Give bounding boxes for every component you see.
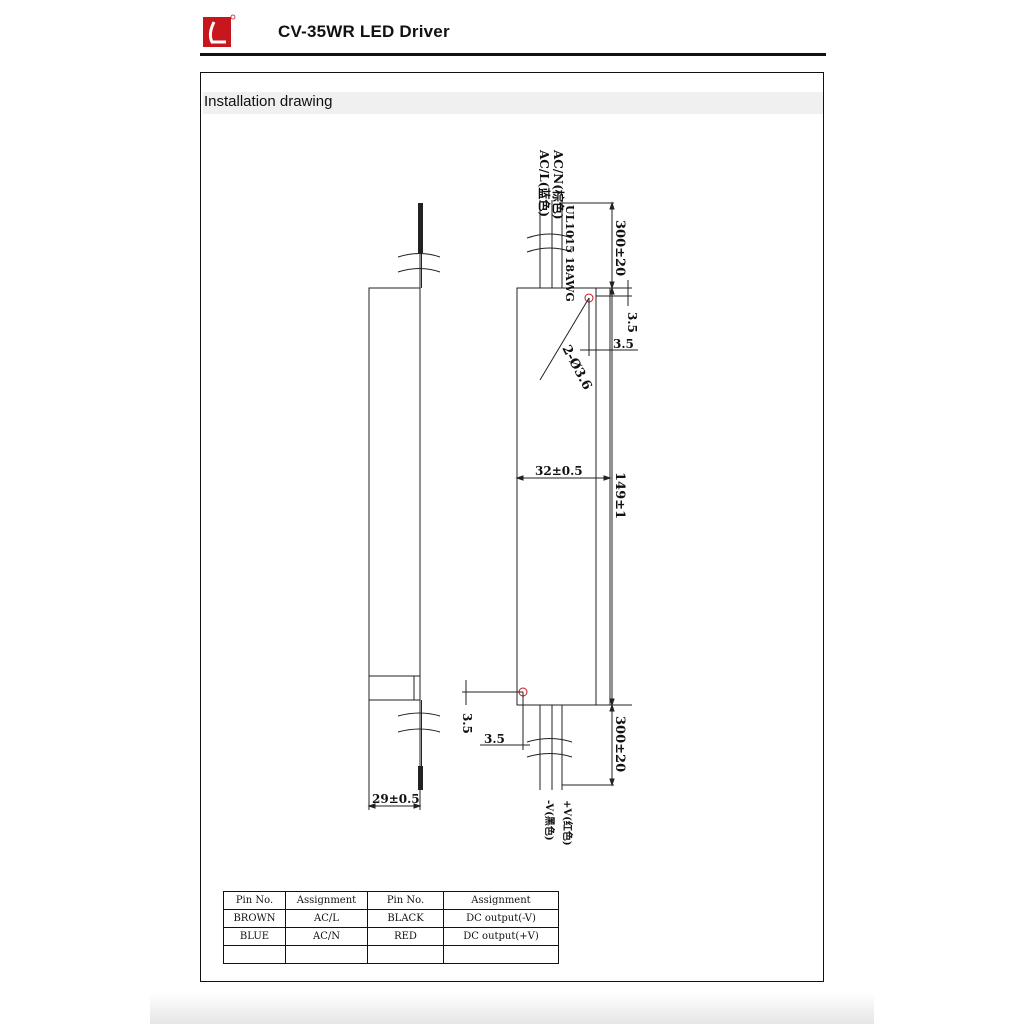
front-wire-break-bottom — [526, 738, 573, 758]
label-wire-acn: AC/N(棕色) — [551, 149, 566, 220]
table-cell — [443, 945, 559, 964]
side-view — [367, 203, 441, 810]
side-view-body — [368, 287, 421, 701]
table-cell: BROWN — [223, 909, 286, 928]
table-cell — [285, 945, 368, 964]
holes-leader — [539, 297, 590, 381]
document-frame — [200, 72, 824, 982]
side-wire-break-top — [397, 253, 441, 273]
table-cell — [367, 945, 444, 964]
table-cell: BLUE — [223, 927, 286, 946]
front-wire-break-top — [526, 233, 573, 253]
table-cell: DC output(+V) — [443, 927, 559, 946]
table-cell: RED — [367, 927, 444, 946]
label-side-width: 29±0.5 — [372, 792, 420, 806]
table-cell — [223, 945, 286, 964]
table-cell: DC output(-V) — [443, 909, 559, 928]
table-header-row: Pin No. Assignment Pin No. Assignment — [223, 891, 559, 910]
table-row: BLUE AC/N RED DC output(+V) — [223, 927, 559, 946]
table-header: Pin No. — [223, 891, 286, 910]
label-length-top: 300±20 — [612, 220, 627, 276]
section-title: Installation drawing — [204, 93, 333, 110]
label-length: 149±1 — [612, 472, 627, 519]
page-title: CV-35WR LED Driver — [278, 22, 450, 41]
table-cell: AC/N — [285, 927, 368, 946]
header-rule — [200, 53, 826, 56]
label-hole-offset-c: 3.5 — [460, 713, 474, 734]
section-bar — [203, 92, 823, 114]
label-hole-offset-d: 3.5 — [484, 732, 505, 746]
label-hole-offset-b: 3.5 — [613, 337, 634, 351]
table-row: BROWN AC/L BLACK DC output(-V) — [223, 909, 559, 928]
pin-table: Pin No. Assignment Pin No. Assignment BR… — [223, 891, 559, 964]
label-wire-pos: +V(红色) — [561, 800, 574, 846]
table-header: Pin No. — [367, 891, 444, 910]
label-hole-offset-a: 3.5 — [625, 312, 639, 333]
bottom-shade — [150, 992, 874, 1024]
label-wire-neg: -V(黑色) — [543, 800, 556, 841]
label-wire-acl: AC/L(蓝色) — [537, 149, 552, 217]
table-cell: AC/L — [285, 909, 368, 928]
table-header: Assignment — [285, 891, 368, 910]
brand-logo — [203, 14, 236, 47]
label-width: 32±0.5 — [535, 464, 583, 478]
logo-mark — [208, 21, 226, 44]
side-wire-break-bottom — [397, 712, 441, 733]
label-length-bottom: 300±20 — [612, 716, 627, 772]
registered-mark-icon — [230, 14, 236, 20]
installation-drawing: AC/N(棕色) AC/L(蓝色) UL1015 18AWG 300±20 3.… — [367, 149, 639, 846]
front-view-body — [516, 287, 611, 706]
label-cable-type: UL1015 18AWG — [563, 205, 576, 302]
table-cell: BLACK — [367, 909, 444, 928]
table-row — [223, 945, 559, 964]
front-view — [462, 200, 638, 790]
table-header: Assignment — [443, 891, 559, 910]
